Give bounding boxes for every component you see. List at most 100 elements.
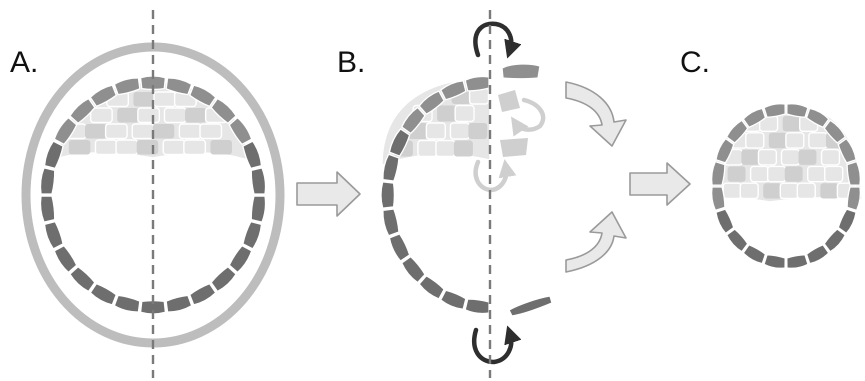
icm-cell bbox=[741, 150, 759, 165]
detached-cell bbox=[509, 296, 552, 316]
icm-cell bbox=[780, 183, 798, 198]
panel-label-a: A. bbox=[10, 46, 38, 79]
icm-cell bbox=[825, 166, 843, 181]
panel-label-b: B. bbox=[337, 46, 365, 79]
trophectoderm-cell bbox=[787, 255, 808, 269]
trophectoderm-cell bbox=[824, 229, 845, 252]
icm-cell bbox=[164, 108, 186, 123]
arrow-up-right bbox=[566, 212, 626, 272]
trophectoderm-cell bbox=[45, 141, 64, 168]
icm-cell bbox=[768, 166, 786, 181]
trophectoderm-cell bbox=[465, 299, 489, 313]
panel-label-c: C. bbox=[680, 46, 710, 79]
icm-cell bbox=[163, 140, 185, 155]
trophectoderm-cell bbox=[764, 104, 785, 118]
trophectoderm-cell bbox=[40, 196, 54, 222]
icm-cell bbox=[808, 166, 826, 181]
arrow-b-to-c bbox=[630, 163, 690, 205]
trophectoderm-cell bbox=[166, 295, 192, 312]
icm-cell bbox=[820, 183, 838, 198]
trophectoderm-cell bbox=[847, 187, 860, 210]
icm-cell bbox=[95, 140, 117, 155]
icm-cell bbox=[106, 124, 128, 139]
icm-cell bbox=[450, 123, 469, 139]
trophectoderm-cell bbox=[807, 245, 829, 264]
detached-cell bbox=[498, 90, 520, 112]
icm-cell bbox=[418, 141, 437, 157]
detached-cell bbox=[500, 138, 528, 157]
icm-cell bbox=[91, 108, 113, 123]
icm-cell bbox=[116, 140, 138, 155]
arrow-a-to-b bbox=[297, 172, 360, 216]
trophectoderm-cell bbox=[465, 76, 489, 90]
trophectoderm-cell bbox=[190, 284, 216, 305]
icm-cell bbox=[746, 133, 764, 148]
trophectoderm-cell bbox=[45, 222, 64, 249]
icm-cell bbox=[797, 183, 815, 198]
icm-cell bbox=[783, 116, 801, 131]
icm-cell bbox=[785, 166, 803, 181]
trophectoderm-cell bbox=[712, 162, 725, 185]
icm-cell bbox=[85, 124, 107, 139]
trophectoderm-cell bbox=[441, 290, 466, 309]
trophectoderm-cell bbox=[712, 187, 725, 210]
icm-cell bbox=[468, 123, 487, 139]
icm-cell bbox=[210, 140, 232, 155]
icm-cell bbox=[69, 140, 91, 155]
rotation-arrow-bottom bbox=[474, 330, 511, 362]
icm-cell bbox=[185, 108, 207, 123]
icm-cell bbox=[133, 92, 155, 107]
panel-c-embryo bbox=[712, 104, 862, 269]
icm-cell bbox=[723, 183, 741, 198]
trophectoderm-cell bbox=[383, 209, 399, 236]
trophectoderm-cell bbox=[389, 234, 409, 261]
trophectoderm-cell bbox=[727, 229, 748, 252]
icm-cell bbox=[426, 123, 445, 139]
trophectoderm-cell bbox=[419, 276, 444, 299]
rotation-arrow-top bbox=[475, 24, 511, 55]
trophectoderm-cell bbox=[787, 104, 808, 118]
icm-cell bbox=[740, 183, 758, 198]
icm-cell bbox=[184, 140, 206, 155]
icm-cell bbox=[153, 124, 175, 139]
icm-cell bbox=[455, 106, 474, 122]
icm-cell bbox=[454, 141, 473, 157]
trophectoderm-cell bbox=[90, 284, 116, 305]
trophectoderm-cell bbox=[70, 267, 95, 292]
trophectoderm-cell bbox=[838, 209, 856, 233]
icm-cell bbox=[200, 124, 222, 139]
arrow-down-right bbox=[566, 82, 626, 146]
trophectoderm-cell bbox=[114, 295, 140, 312]
trophectoderm-cell bbox=[243, 141, 262, 168]
trophectoderm-cell bbox=[847, 162, 860, 185]
trophectoderm-cell bbox=[251, 196, 265, 222]
icm-cell bbox=[436, 141, 455, 157]
icm-cell bbox=[786, 133, 804, 148]
trophectoderm-cell bbox=[764, 255, 785, 269]
trophectoderm-cell bbox=[251, 168, 265, 194]
icm-cell bbox=[728, 166, 746, 181]
icm-cell bbox=[138, 108, 160, 123]
icm-cell bbox=[781, 150, 799, 165]
icm-cell bbox=[769, 133, 787, 148]
trophectoderm-cell bbox=[54, 246, 76, 273]
trophectoderm-cell bbox=[716, 209, 734, 233]
trophectoderm-cell bbox=[243, 222, 262, 249]
icm-cell bbox=[179, 124, 201, 139]
rotation-arrow-mid bbox=[516, 100, 543, 130]
trophectoderm-cell bbox=[40, 168, 54, 194]
panel-a-embryo bbox=[26, 10, 280, 378]
trophectoderm-cell bbox=[211, 267, 236, 292]
icm-cell bbox=[799, 150, 817, 165]
icm-cell bbox=[763, 183, 781, 198]
trophectoderm-cell bbox=[381, 182, 394, 208]
icm-cell bbox=[437, 106, 456, 122]
icm-cell bbox=[751, 166, 769, 181]
trophectoderm-cell bbox=[229, 246, 251, 273]
panel-b-embryo bbox=[381, 10, 626, 378]
icm-cell bbox=[822, 150, 840, 165]
icm-cell bbox=[137, 140, 159, 155]
icm-cell bbox=[758, 150, 776, 165]
icm-cell bbox=[132, 124, 154, 139]
